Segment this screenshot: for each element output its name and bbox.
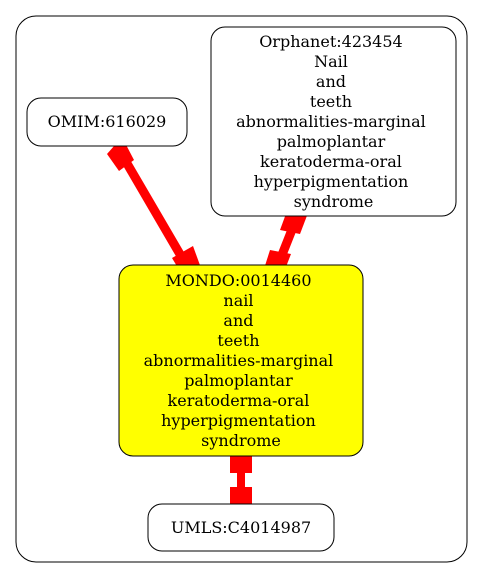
edge-orphanet-mondo bbox=[263, 210, 308, 272]
label-line: keratoderma-oral bbox=[168, 391, 310, 410]
label-line: syndrome bbox=[201, 431, 281, 450]
label-line: Orphanet:423454 bbox=[259, 32, 403, 51]
label-line: teeth bbox=[217, 331, 259, 350]
label-line: MONDO:0014460 bbox=[165, 271, 311, 290]
label-line: and bbox=[223, 311, 253, 330]
label-line: abnormalities-marginal bbox=[144, 351, 334, 370]
label-line: hyperpigmentation bbox=[254, 172, 409, 191]
cluster-border bbox=[15, 15, 468, 563]
node-orphanet: Orphanet:423454 Nail and teeth abnormali… bbox=[210, 26, 457, 217]
edge-end-marker bbox=[280, 211, 308, 234]
label-line: palmoplantar bbox=[184, 371, 293, 390]
node-omim-label: OMIM:616029 bbox=[48, 112, 167, 131]
node-umls: UMLS:C4014987 bbox=[147, 503, 335, 552]
edge-end-marker bbox=[230, 487, 252, 508]
node-orphanet-label: Orphanet:423454 Nail and teeth abnormali… bbox=[236, 32, 431, 211]
label-line: and bbox=[316, 72, 346, 91]
label-line: syndrome bbox=[294, 192, 374, 211]
edge-end-marker bbox=[107, 137, 134, 171]
label-line: Nail bbox=[314, 52, 348, 71]
edge-end-marker bbox=[172, 246, 201, 268]
edge-omim-mondo bbox=[107, 137, 201, 271]
node-umls-label: UMLS:C4014987 bbox=[171, 518, 311, 537]
label-line: teeth bbox=[310, 92, 352, 111]
label-line: abnormalities-marginal bbox=[236, 112, 426, 131]
label-line: hyperpigmentation bbox=[161, 411, 316, 430]
node-mondo-label: MONDO:0014460 nail and teeth abnormaliti… bbox=[144, 271, 339, 450]
label-line: keratoderma-oral bbox=[260, 152, 402, 171]
label-line: palmoplantar bbox=[277, 132, 386, 151]
label-line: nail bbox=[223, 291, 253, 310]
edge-mondo-umls bbox=[230, 450, 252, 508]
node-mondo: MONDO:0014460 nail and teeth abnormaliti… bbox=[118, 264, 364, 457]
node-omim: OMIM:616029 bbox=[26, 97, 188, 147]
